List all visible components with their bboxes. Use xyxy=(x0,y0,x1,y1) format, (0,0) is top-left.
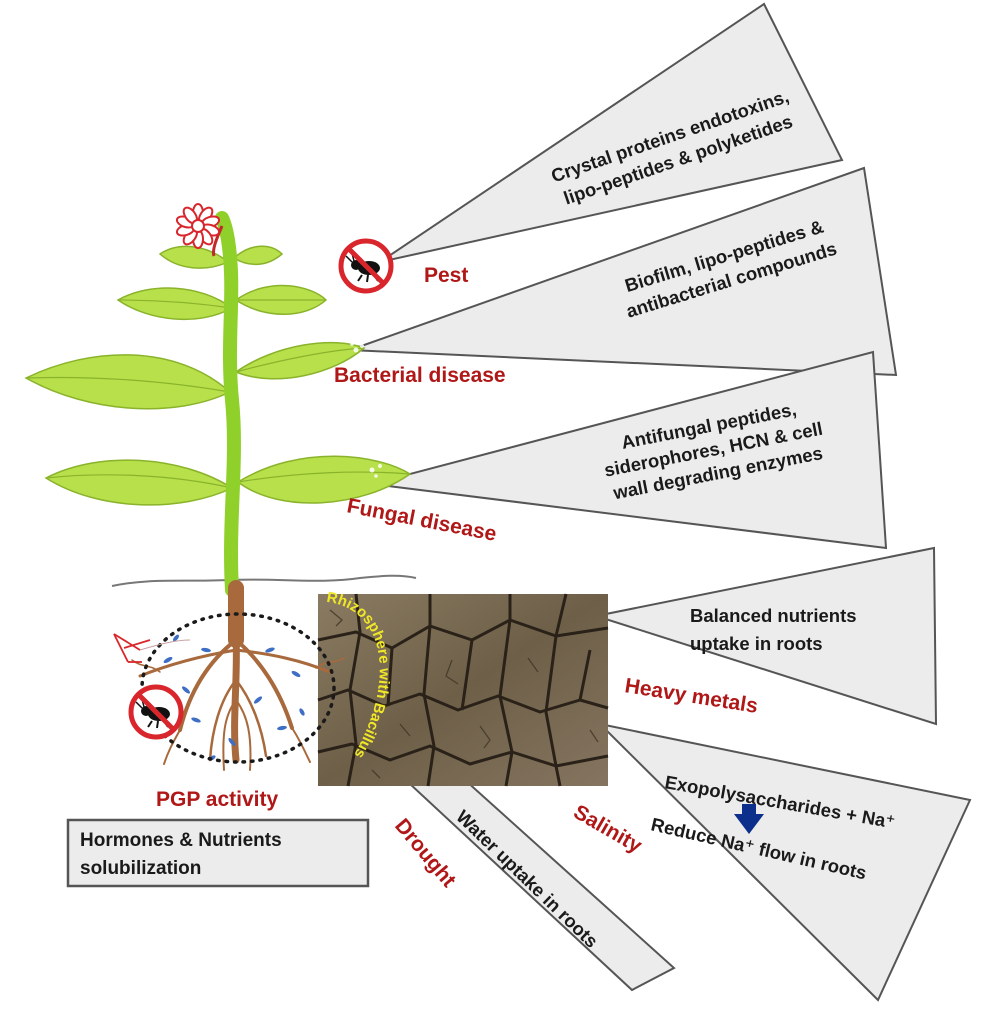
cracked-soil-photo: Rhizosphere with Bacillus xyxy=(317,589,609,787)
plant xyxy=(24,203,412,597)
label-pest: Pest xyxy=(424,264,468,287)
flower-icon xyxy=(175,203,221,249)
wedge-text-heavy: Balanced nutrients uptake in roots xyxy=(690,605,857,654)
leaf-mid-left xyxy=(24,354,232,410)
pgp-box: Hormones & Nutrients solubilization xyxy=(66,818,370,888)
wedge-drought-text: Water uptake in roots xyxy=(452,806,602,952)
label-salinity: Salinity xyxy=(570,800,646,857)
label-heavy-metals: Heavy metals xyxy=(623,674,759,718)
rhizosphere-boundary xyxy=(140,612,336,764)
pgp-box-line-1: Hormones & Nutrients xyxy=(80,830,282,851)
bacteria-cells xyxy=(163,634,305,761)
pgp-box-line-2: solubilization xyxy=(80,858,201,879)
label-pgp-activity: PGP activity xyxy=(156,788,278,811)
leaf-top-right xyxy=(232,245,284,266)
wedge-heavy-line-2: uptake in roots xyxy=(690,633,823,654)
leaf-bottom-right xyxy=(236,455,412,504)
no-pest-sign-icon xyxy=(128,684,184,740)
stem xyxy=(215,211,241,597)
leaf-top-left xyxy=(158,245,230,269)
down-arrow-icon xyxy=(734,804,764,834)
wedge-salinity xyxy=(596,722,972,1002)
label-drought: Drought xyxy=(390,814,460,891)
wedge-heavy-line-1: Balanced nutrients xyxy=(690,605,857,626)
label-fungal-disease: Fungal disease xyxy=(345,494,498,546)
wedge-heavy-metals xyxy=(592,546,938,726)
wedge-bacterial xyxy=(349,166,898,377)
wedge-fungal xyxy=(371,350,888,550)
ground-line xyxy=(111,574,417,587)
leaf-upper-left xyxy=(116,287,234,321)
wedge-pest xyxy=(379,2,844,263)
root-pest-insect xyxy=(113,633,191,663)
no-pest-sign-icon xyxy=(338,238,394,294)
label-bacterial-disease: Bacterial disease xyxy=(334,364,506,387)
